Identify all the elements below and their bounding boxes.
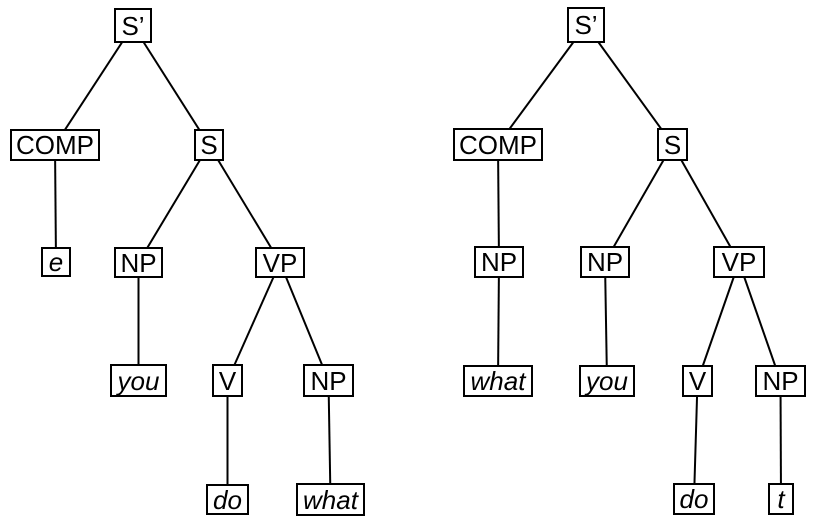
edge-right-tree-np3-t [779, 380, 782, 500]
node-right-tree-np2: NP [580, 246, 630, 278]
edge-left-tree-s-np1 [137, 144, 210, 264]
node-left-tree-s: S [194, 129, 224, 161]
node-right-tree-np3: NP [755, 365, 806, 397]
edge-left-tree-vp-v [226, 262, 281, 381]
node-right-tree-s: S [657, 128, 688, 161]
edge-right-tree-s-vp [671, 144, 740, 263]
node-left-tree-np2: NP [303, 364, 354, 397]
edge-right-tree-s-np2 [604, 144, 674, 263]
edge-right-tree-sbar-s [585, 24, 674, 146]
edge-right-tree-vp-v [696, 261, 740, 382]
node-left-tree-what: what [296, 483, 365, 516]
node-left-tree-comp: COMP [10, 129, 100, 161]
node-right-tree-you: you [579, 365, 635, 397]
edge-left-tree-comp-e [54, 144, 57, 263]
node-left-tree-sbar: S’ [114, 8, 152, 43]
node-right-tree-v: V [682, 365, 713, 397]
edge-right-tree-comp-np1 [497, 144, 500, 263]
node-left-tree-vp: VP [255, 247, 305, 278]
node-left-tree-np1: NP [114, 247, 163, 278]
edge-left-tree-s-vp [208, 144, 281, 264]
node-right-tree-do: do [673, 483, 715, 515]
edge-left-tree-sbar-s [132, 24, 210, 146]
node-right-tree-np1: NP [474, 246, 524, 278]
node-right-tree-t: t [768, 483, 794, 515]
edge-right-tree-sbar-comp [497, 24, 587, 146]
node-right-tree-vp: VP [713, 246, 765, 278]
node-left-tree-v: V [212, 364, 243, 397]
node-left-tree-you: you [110, 364, 167, 397]
edge-left-tree-vp-np2 [279, 262, 330, 381]
edge-right-tree-v-do [693, 380, 699, 500]
node-left-tree-e: e [41, 247, 71, 277]
node-left-tree-do: do [206, 484, 249, 515]
edge-left-tree-np2-what [327, 380, 332, 500]
node-right-tree-comp: COMP [453, 128, 543, 161]
edge-right-tree-vp-np3 [738, 261, 782, 382]
edge-right-tree-np2-you [604, 261, 608, 382]
edge-right-tree-np1-what [497, 261, 500, 382]
node-right-tree-what: what [463, 365, 533, 397]
node-right-tree-sbar: S’ [567, 7, 605, 43]
edge-left-tree-sbar-comp [54, 24, 134, 146]
